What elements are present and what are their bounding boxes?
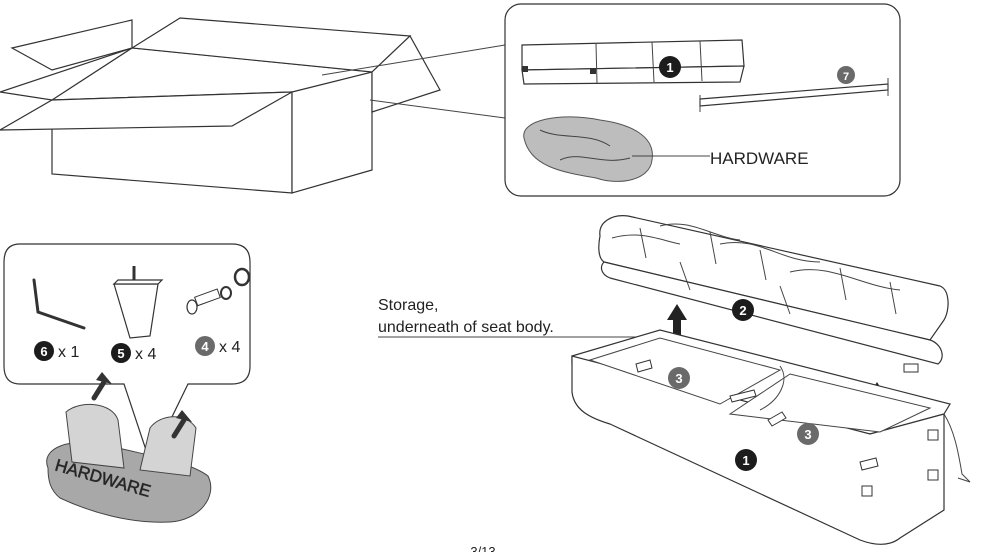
page-number: 3/13 (470, 544, 495, 552)
part-5-number: 5 (117, 346, 124, 361)
seat-cushion-top (521, 39, 745, 85)
part-5-badge: 5 (111, 343, 131, 363)
contents-panel: 1 7 HARDWARE (504, 3, 901, 197)
sofa-leg (112, 266, 164, 339)
part-2-number: 2 (739, 303, 746, 318)
part-2-badge: 2 (732, 299, 754, 321)
seat-lid (598, 215, 949, 373)
allen-key (32, 278, 86, 330)
hardware-pack (46, 372, 212, 523)
part-5-qty: x 4 (135, 346, 156, 363)
part-3-number-left: 3 (675, 371, 682, 386)
callout-line-top (321, 44, 506, 76)
part-6-qty: x 1 (58, 344, 79, 361)
storage-label-line1: Storage, (378, 297, 438, 314)
part-4-qty: x 4 (219, 339, 240, 356)
storage-base (571, 329, 971, 545)
hardware-bag-label: HARDWARE (710, 149, 809, 168)
support-bar (699, 78, 889, 112)
part-7-badge: 7 (837, 66, 855, 84)
shipping-box (0, 17, 441, 194)
storage-label-line2: underneath of seat body. (378, 319, 554, 336)
part-4-number: 4 (201, 339, 209, 354)
part-6-badge: 6 (34, 341, 54, 361)
hardware-bag (523, 116, 653, 182)
part-7-number: 7 (843, 71, 849, 83)
part-1-number: 1 (666, 60, 673, 75)
hardware-callout: 6 x 1 5 x 4 4 x 4 (3, 243, 251, 523)
part-6-number: 6 (40, 344, 47, 359)
part-4-badge: 4 (195, 336, 215, 356)
part-1-number-base: 1 (742, 453, 749, 468)
part-3-badge-left: 3 (668, 367, 690, 389)
part-3-badge-right: 3 (797, 423, 819, 445)
part-1-badge-base: 1 (735, 449, 757, 471)
part-1-badge-top: 1 (659, 56, 681, 78)
callout-line-bottom (369, 99, 506, 119)
part-3-number-right: 3 (804, 427, 811, 442)
bolt-and-washer (186, 267, 251, 315)
